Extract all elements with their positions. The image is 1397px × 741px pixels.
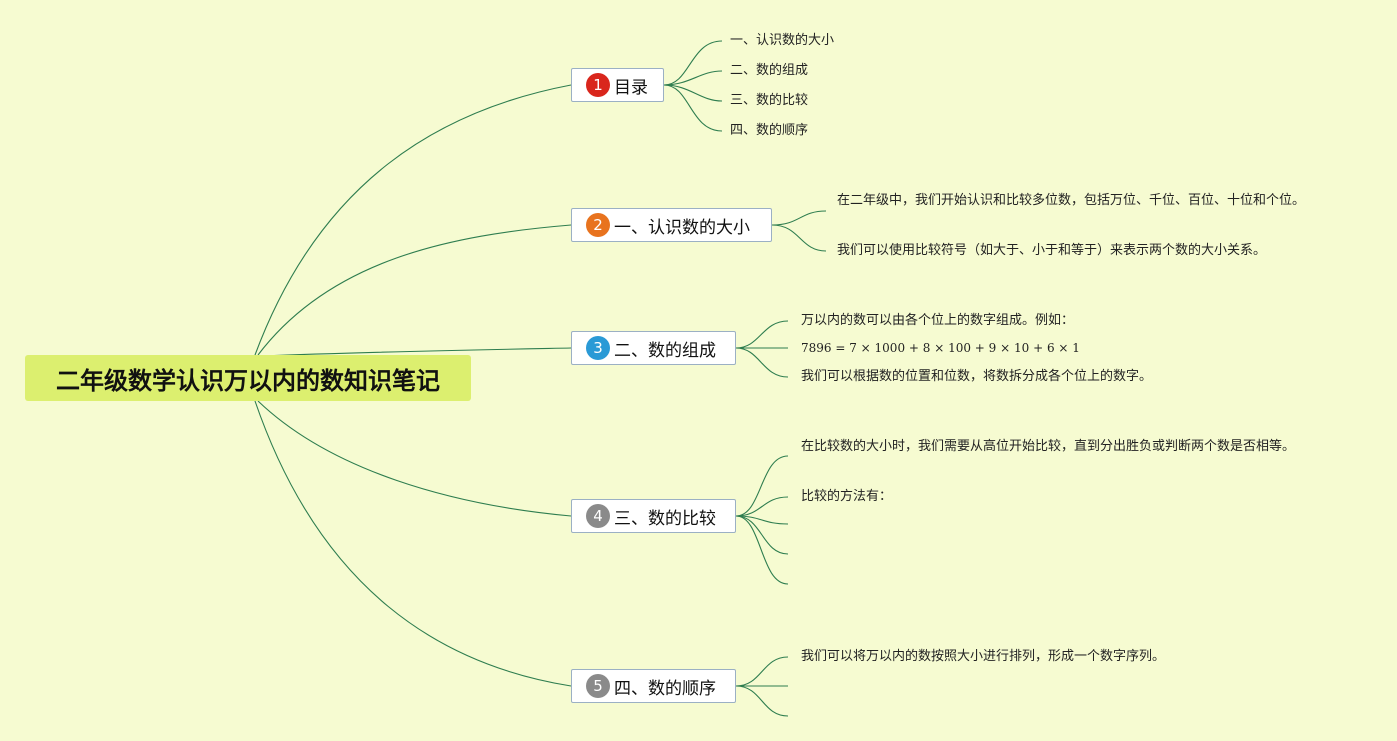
root-connector-3 — [261, 347, 572, 357]
leaf-composition-3[interactable]: 我们可以根据数的位置和位数，将数拆分成各个位上的数字。 — [801, 369, 1153, 384]
root-connector-5 — [254, 400, 572, 687]
root-connector-2 — [257, 224, 572, 356]
number-5-badge-icon: 5 — [586, 674, 610, 698]
leaf-connector-4-2 — [735, 496, 789, 517]
topic-contents[interactable]: 1 目录 — [571, 68, 664, 102]
leaf-connector-1-3 — [663, 84, 723, 102]
leaf-number-size-2[interactable]: 我们可以使用比较符号（如大于、小于和等于）来表示两个数的大小关系。 — [837, 243, 1267, 258]
leaf-contents-1[interactable]: 一、认识数的大小 — [730, 33, 835, 48]
topic-number-size[interactable]: 2 一、认识数的大小 — [571, 208, 772, 242]
topic-number-order[interactable]: 5 四、数的顺序 — [571, 669, 736, 703]
topic-number-composition[interactable]: 3 二、数的组成 — [571, 331, 736, 365]
leaf-contents-4[interactable]: 四、数的顺序 — [730, 123, 809, 138]
topic-label: 目录 — [614, 77, 648, 98]
leaf-contents-3[interactable]: 三、数的比较 — [730, 93, 809, 108]
number-1-badge-icon: 1 — [586, 73, 610, 97]
leaf-connector-4-1 — [735, 455, 789, 517]
root-connector-1 — [254, 84, 572, 356]
leaf-connector-1-1 — [663, 40, 723, 86]
topic-label: 二、数的组成 — [614, 340, 716, 361]
leaf-connector-3-3 — [735, 347, 789, 378]
leaf-number-size-1[interactable]: 在二年级中，我们开始认识和比较多位数，包括万位、千位、百位、十位和个位。 — [837, 193, 1306, 208]
leaf-comparison-1[interactable]: 在比较数的大小时，我们需要从高位开始比较，直到分出胜负或判断两个数是否相等。 — [801, 439, 1296, 454]
topic-label: 三、数的比较 — [614, 508, 716, 529]
leaf-connector-2-1 — [771, 210, 827, 226]
leaf-connector-5-1 — [735, 656, 789, 687]
number-4-badge-icon: 4 — [586, 504, 610, 528]
leaf-connector-3-1 — [735, 320, 789, 349]
leaf-order-1[interactable]: 我们可以将万以内的数按照大小进行排列，形成一个数字序列。 — [801, 649, 1166, 664]
root-connector-4 — [257, 400, 572, 517]
root-topic[interactable]: 二年级数学认识万以内的数知识笔记 — [25, 355, 471, 401]
topic-number-comparison[interactable]: 4 三、数的比较 — [571, 499, 736, 533]
number-2-badge-icon: 2 — [586, 213, 610, 237]
leaf-comparison-2[interactable]: 比较的方法有： — [801, 489, 893, 504]
leaf-connector-5-3 — [735, 685, 789, 717]
leaf-connector-4-4 — [735, 515, 789, 555]
leaf-connector-1-4 — [663, 84, 723, 132]
topic-label: 四、数的顺序 — [614, 678, 716, 699]
leaf-connector-2-2 — [771, 224, 827, 252]
number-3-badge-icon: 3 — [586, 336, 610, 360]
topic-label: 一、认识数的大小 — [614, 217, 750, 238]
leaf-composition-formula[interactable]: 7896 = 7 × 1000 + 8 × 100 + 9 × 10 + 6 ×… — [801, 341, 1080, 355]
leaf-composition-1[interactable]: 万以内的数可以由各个位上的数字组成。例如： — [801, 313, 1075, 328]
leaf-contents-2[interactable]: 二、数的组成 — [730, 63, 809, 78]
leaf-connector-1-2 — [663, 70, 723, 86]
leaf-connector-4-5 — [735, 515, 789, 585]
